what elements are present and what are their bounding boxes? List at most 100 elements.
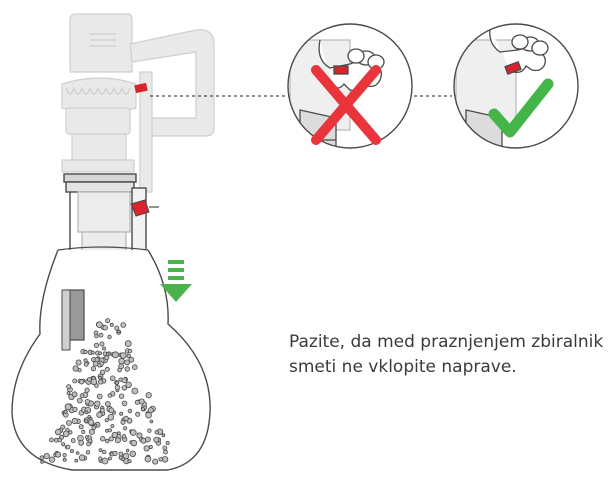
debris-particle — [101, 457, 109, 465]
debris-particle — [161, 433, 166, 438]
debris-particle — [96, 411, 103, 418]
trigger-marker — [130, 82, 159, 217]
debris-particle — [98, 379, 104, 385]
debris-particle — [66, 391, 71, 396]
debris-particle — [85, 450, 91, 455]
debris-particle — [99, 341, 105, 347]
debris-particle — [66, 420, 72, 426]
debris-particle — [93, 342, 100, 348]
debris-particle — [143, 445, 150, 452]
debris-particle — [85, 435, 89, 439]
debris-particle — [78, 454, 86, 461]
debris-particle — [96, 321, 103, 329]
debris-particle — [98, 456, 103, 461]
debris-particle — [100, 436, 106, 442]
debris-particle — [111, 431, 118, 439]
debris-particle — [130, 439, 138, 447]
debris-particle — [136, 432, 143, 439]
debris-particle — [98, 351, 102, 356]
debris-particle — [153, 436, 160, 443]
debris-particle — [165, 440, 170, 445]
debris-particle — [88, 428, 95, 435]
debris-particle — [75, 451, 80, 455]
debris-particle — [71, 391, 78, 398]
debris-particle — [108, 436, 114, 442]
debris-particle — [90, 378, 98, 386]
debris-particle — [120, 352, 127, 359]
debris-particle — [79, 379, 85, 385]
debris-particle — [122, 452, 130, 460]
debris-particle — [90, 365, 97, 372]
debris-particle — [78, 439, 85, 446]
debris-particle — [108, 407, 115, 414]
instruction-text: Pazite, da med praznjenjem zbiralnik sme… — [289, 330, 609, 380]
debris-particle — [118, 358, 125, 365]
debris-particle — [98, 448, 103, 453]
debris-particle — [125, 381, 132, 388]
debris-particle — [124, 366, 130, 372]
debris-particle — [128, 356, 135, 363]
debris-particle — [117, 367, 122, 373]
debris-particle — [123, 426, 128, 431]
debris-particle — [147, 428, 152, 433]
debris-particle — [70, 438, 76, 443]
debris-particle — [135, 411, 141, 417]
debris-particle — [99, 407, 105, 413]
debris-particle — [108, 456, 112, 461]
debris-particle — [163, 449, 168, 455]
debris-particle — [78, 424, 84, 430]
check-icon — [488, 78, 554, 138]
debris-particle — [75, 359, 82, 366]
debris-particle — [112, 450, 118, 456]
instruction-line-2: smeti ne vklopite naprave. — [289, 357, 517, 377]
debris-particle — [102, 346, 107, 351]
debris-particle — [109, 375, 116, 382]
debris-particle — [161, 456, 169, 463]
debris-particle — [104, 438, 110, 444]
debris-particle — [127, 459, 132, 464]
debris-particle — [74, 458, 79, 463]
debris-particle — [114, 437, 121, 444]
debris-particle — [72, 406, 78, 412]
debris-particle — [84, 387, 90, 393]
debris-particle — [81, 429, 86, 434]
debris-particle — [116, 329, 121, 334]
debris-particle — [112, 351, 119, 359]
debris-particle — [126, 353, 131, 359]
collection-bag — [11, 246, 211, 471]
debris-particle — [149, 419, 154, 424]
debris-particle — [83, 362, 89, 367]
debris-particle — [83, 349, 88, 354]
debris-particle — [64, 403, 72, 411]
debris-particle — [57, 437, 63, 443]
debris-particle — [84, 399, 91, 405]
debris-particle — [62, 430, 70, 437]
debris-particle — [114, 384, 121, 391]
debris-particle — [120, 322, 126, 328]
debris-particle — [109, 322, 114, 327]
debris — [39, 318, 170, 465]
debris-particle — [116, 431, 121, 436]
debris-particle — [84, 419, 89, 424]
debris-particle — [105, 352, 110, 356]
debris-particle — [77, 368, 82, 373]
instruction-line-1: Pazite, da med praznjenjem zbiralnik — [289, 332, 604, 352]
debris-particle — [107, 334, 112, 340]
debris-particle — [66, 384, 72, 390]
debris-particle — [76, 397, 83, 404]
debris-particle — [55, 428, 62, 436]
debris-particle — [102, 325, 108, 331]
wrong-callout — [287, 23, 413, 149]
debris-particle — [162, 445, 168, 451]
debris-particle — [83, 358, 88, 363]
debris-particle — [119, 411, 124, 416]
debris-particle — [129, 450, 136, 457]
debris-particle — [79, 393, 85, 399]
debris-particle — [120, 419, 126, 425]
debris-particle — [127, 348, 133, 354]
debris-particle — [145, 392, 152, 399]
debris-particle — [144, 455, 152, 463]
debris-particle — [96, 393, 103, 400]
debris-particle — [123, 415, 129, 422]
debris-particle — [94, 400, 101, 407]
